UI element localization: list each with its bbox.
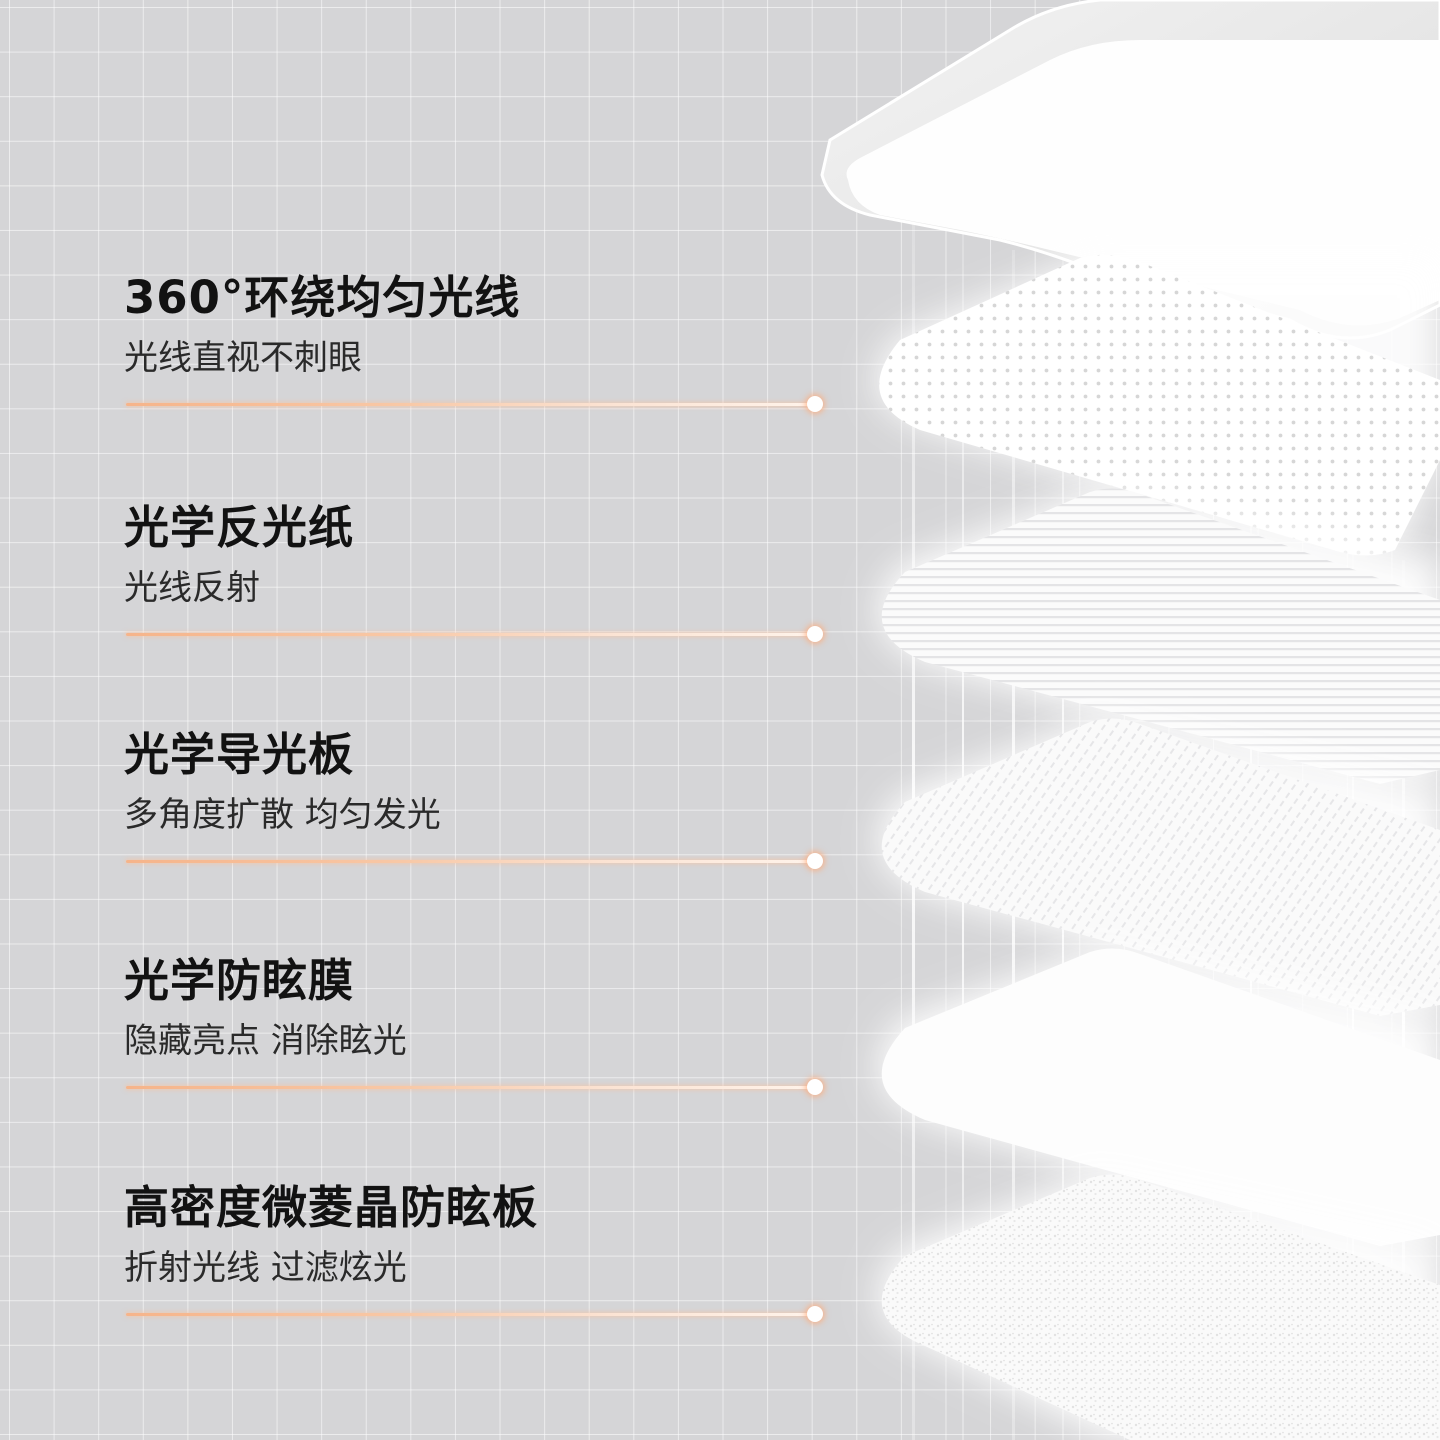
connector-dot [807, 396, 823, 412]
connector-dot [807, 1306, 823, 1322]
connector-dot [807, 1079, 823, 1095]
feature-title: 光学导光板 [124, 728, 355, 781]
layer-light-guide-lines [878, 488, 1440, 785]
feature-subtitle: 光线直视不刺眼 [124, 338, 362, 378]
connector-line [126, 633, 816, 636]
layer-prism-diffuser [878, 1172, 1440, 1440]
feature-item-anti-glare-film: 光学防眩膜 隐藏亮点 消除眩光 [0, 953, 840, 1153]
feature-title: 360°环绕均匀光线 [124, 271, 521, 324]
feature-item-prism-diffuser: 高密度微菱晶防眩板 折射光线 过滤炫光 [0, 1180, 840, 1380]
feature-subtitle: 光线反射 [124, 568, 260, 608]
feature-item-reflective-paper: 光学反光纸 光线反射 [0, 500, 840, 700]
layer-light-guide-plate [878, 718, 1440, 1018]
lamp-frame-top [820, 0, 1440, 340]
feature-item-360-light: 360°环绕均匀光线 光线直视不刺眼 [0, 270, 840, 470]
connector-dot [807, 853, 823, 869]
layer-anti-glare-film [878, 948, 1440, 1248]
feature-subtitle: 多角度扩散 均匀发光 [124, 795, 441, 835]
feature-item-light-guide-plate: 光学导光板 多角度扩散 均匀发光 [0, 727, 840, 927]
feature-subtitle: 隐藏亮点 消除眩光 [124, 1021, 407, 1061]
feature-title: 高密度微菱晶防眩板 [124, 1181, 539, 1234]
feature-subtitle: 折射光线 过滤炫光 [124, 1248, 407, 1288]
feature-title: 光学反光纸 [124, 501, 355, 554]
connector-line [126, 403, 816, 406]
connector-line [126, 1086, 816, 1089]
feature-title: 光学防眩膜 [124, 954, 355, 1007]
layer-reflective-paper [876, 254, 1440, 556]
connector-line [126, 860, 816, 863]
connector-line [126, 1313, 816, 1316]
connector-dot [807, 626, 823, 642]
